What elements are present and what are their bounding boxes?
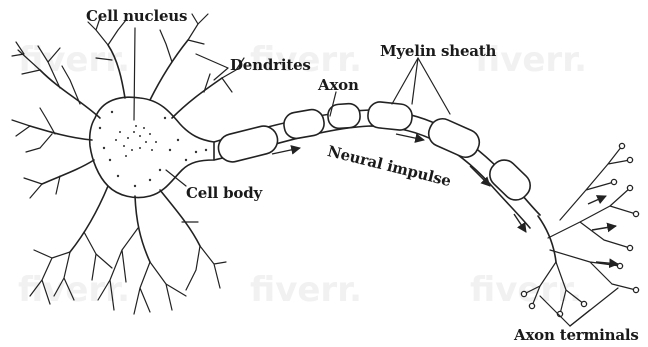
cell-body-shape xyxy=(90,97,214,197)
label-cell-nucleus: Cell nucleus xyxy=(86,7,187,25)
axon-terminals-shape xyxy=(521,143,638,316)
label-dendrites: Dendrites xyxy=(230,56,311,74)
label-axon: Axon xyxy=(318,76,359,94)
dendrites-shape xyxy=(12,14,244,314)
label-myelin-sheath: Myelin sheath xyxy=(380,42,496,60)
label-cell-body: Cell body xyxy=(186,184,262,202)
label-axon-terminals: Axon terminals xyxy=(514,326,639,344)
impulse-arrows xyxy=(272,134,618,264)
leader-lines xyxy=(134,28,618,326)
